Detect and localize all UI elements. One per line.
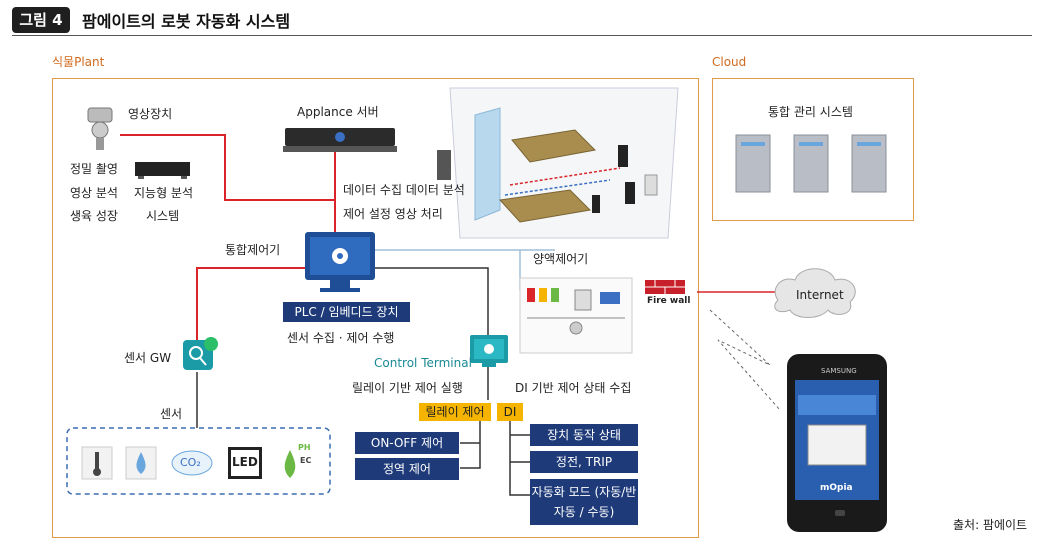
led-label: LED xyxy=(232,455,258,469)
auto-mode-line-2: 자동 / 수동) xyxy=(553,505,615,519)
cloud-servers-icon xyxy=(735,134,887,193)
sensor-gw-label: 센서 GW xyxy=(124,351,172,365)
sensor-gateway-icon xyxy=(183,337,218,370)
nutrient-controller-image xyxy=(519,277,633,354)
nvr-label-1: 지능형 분석 xyxy=(134,186,194,200)
control-terminal-icon xyxy=(470,335,508,367)
firewall-icon xyxy=(645,280,685,294)
di-box: DI xyxy=(497,403,523,421)
onoff-control-box: ON-OFF 제어 xyxy=(355,432,459,454)
relay-exec-label: 릴레이 기반 제어 실행 xyxy=(352,381,463,395)
source-label: 출처: 팜에이트 xyxy=(953,518,1028,532)
title-rule xyxy=(12,35,1032,36)
nutrient-controller-label: 양액제어기 xyxy=(533,252,589,266)
zone-control-box: 정역 제어 xyxy=(355,458,459,480)
co2-label: CO₂ xyxy=(180,456,201,469)
device-state-box: 장치 동작 상태 xyxy=(530,424,638,446)
ph-ec-icon xyxy=(284,450,296,478)
internet-cloud-icon xyxy=(774,268,856,318)
figure-title: 팜에이트의 로봇 자동화 시스템 xyxy=(82,12,291,31)
relay-control-box: 릴레이 제어 xyxy=(419,403,491,421)
nvr-label-2: 시스템 xyxy=(146,209,180,223)
smartphone-icon xyxy=(787,354,887,532)
server-icon xyxy=(283,128,397,152)
firewall-label: Fire wall xyxy=(647,296,691,306)
camera-function-3: 생육 성장 xyxy=(70,209,118,223)
nvr-icon xyxy=(135,162,190,179)
auto-mode-box: 자동화 모드 (자동/반 자동 / 수동) xyxy=(530,479,638,525)
co2-icon xyxy=(171,450,213,476)
greenhouse-image xyxy=(437,87,679,239)
phone-app-name: mOpia xyxy=(820,483,853,493)
server-function-2: 제어 설정 영상 처리 xyxy=(343,207,443,221)
cloud-frame xyxy=(712,78,914,221)
camera-function-1: 정밀 촬영 xyxy=(70,162,118,176)
di-collect-label: DI 기반 제어 상태 수집 xyxy=(515,381,632,395)
control-terminal-label: Control Terminal xyxy=(374,356,472,370)
phone-brand: SAMSUNG xyxy=(821,367,857,375)
controller-monitor-icon xyxy=(305,232,375,292)
plc-function: 센서 수집 · 제어 수행 xyxy=(287,331,395,345)
controller-label: 통합제어기 xyxy=(225,243,281,257)
plant-section-label: 식물Plant xyxy=(52,55,105,69)
led-icon xyxy=(228,447,262,479)
cloud-section-label: Cloud xyxy=(712,55,747,69)
figure-badge: 그림 4 xyxy=(12,7,70,33)
ec-label: EC xyxy=(300,456,312,465)
auto-mode-line-1: 자동화 모드 (자동/반 xyxy=(531,485,637,499)
thermometer-icon xyxy=(81,446,113,480)
humidity-icon xyxy=(125,446,157,480)
plc-box: PLC / 임베디드 장치 xyxy=(283,302,410,322)
ph-label: PH xyxy=(298,443,311,452)
cloud-system-label: 통합 관리 시스템 xyxy=(768,105,853,119)
camera-label: 영상장치 xyxy=(128,107,173,121)
camera-function-2: 영상 분석 xyxy=(70,186,118,200)
plant-frame xyxy=(52,78,699,538)
camera-icon xyxy=(87,107,113,150)
sensor-label: 센서 xyxy=(160,407,183,421)
server-label: Applance 서버 xyxy=(297,105,379,119)
power-trip-box: 정전, TRIP xyxy=(530,451,638,473)
internet-label: Internet xyxy=(796,288,844,302)
server-function-1: 데이터 수집 데이터 분석 xyxy=(343,183,465,197)
